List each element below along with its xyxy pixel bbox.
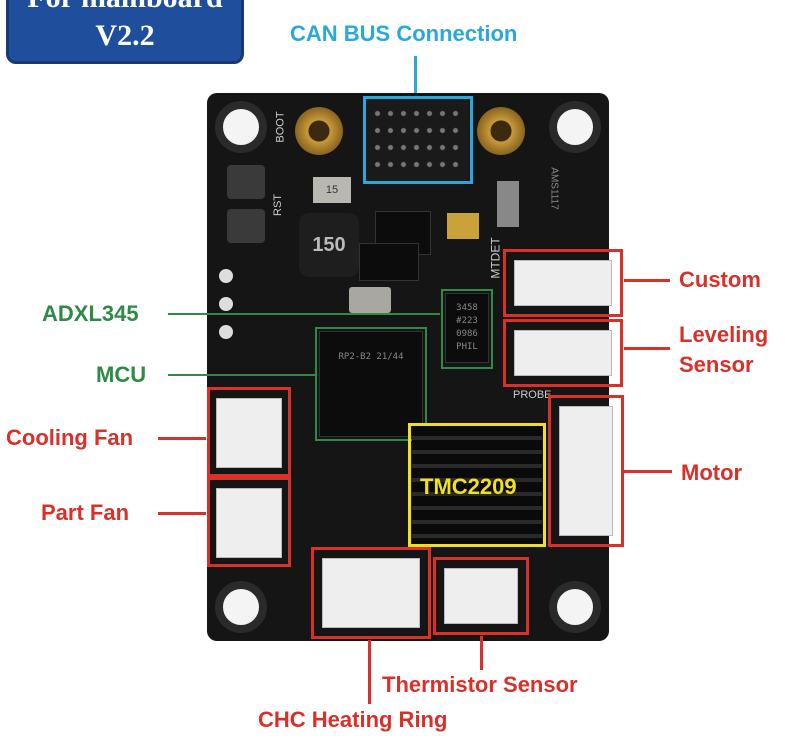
custom-label: Custom xyxy=(679,267,761,292)
chc-box xyxy=(311,547,431,639)
leveling-label-line2: Sensor xyxy=(679,352,754,377)
rst-button xyxy=(227,209,265,243)
adxl-chip: 3458 #223 0986 PHIL xyxy=(445,293,489,363)
boot-silk: BOOT xyxy=(274,111,287,143)
thermistor-connector xyxy=(444,568,518,624)
mosfet-chip xyxy=(359,243,419,281)
brass-standoff-left xyxy=(295,107,343,155)
mtdet-silk: MTDET xyxy=(488,237,503,279)
regulator-tab xyxy=(497,181,519,227)
cooling-fan-box xyxy=(207,387,291,477)
mcu-label: MCU xyxy=(96,362,147,387)
leveling-label: Leveling Sensor xyxy=(679,320,768,380)
tmc-label: TMC2209 xyxy=(420,474,517,499)
leveling-leader xyxy=(624,347,670,350)
adxl-label: ADXL345 xyxy=(42,301,139,326)
tantalum-cap xyxy=(447,213,479,239)
crystal xyxy=(349,287,391,313)
motor-box xyxy=(548,395,624,547)
leveling-box xyxy=(503,319,623,387)
boot-button xyxy=(227,165,265,199)
badge-version: V2.2 xyxy=(95,19,155,52)
chc-label: CHC Heating Ring xyxy=(258,707,448,732)
leveling-connector xyxy=(514,330,612,376)
tmc-highlight xyxy=(408,423,546,547)
heat-sink xyxy=(412,426,542,544)
leveling-label-line1: Leveling xyxy=(679,322,769,347)
can-bus-leader xyxy=(414,56,417,96)
custom-leader xyxy=(624,279,670,282)
part-fan-leader xyxy=(158,512,206,515)
version-badge: For mainboard V2.2 xyxy=(6,0,244,64)
capacitor: 15 xyxy=(313,177,351,203)
part-fan-connector xyxy=(216,488,282,558)
mcu-leader xyxy=(168,374,316,376)
mcu-chip: RP2-B2 21/44 xyxy=(319,331,423,437)
mcu-highlight xyxy=(315,327,427,441)
can-bus-header xyxy=(365,99,469,181)
cooling-fan-leader xyxy=(158,437,206,440)
can-bus-label: CAN BUS Connection xyxy=(290,21,518,46)
custom-box xyxy=(503,249,623,317)
thermistor-box xyxy=(433,557,529,635)
thermistor-leader xyxy=(480,636,483,670)
motor-label: Motor xyxy=(681,460,743,485)
pad-2 xyxy=(219,297,233,311)
chc-leader xyxy=(368,640,371,704)
motor-leader xyxy=(624,470,672,473)
thermistor-label: Thermistor Sensor xyxy=(382,672,578,697)
badge-line1: For mainboard xyxy=(9,0,241,15)
can-bus-highlight xyxy=(363,96,473,184)
adxl-highlight xyxy=(441,289,493,369)
cooling-fan-label: Cooling Fan xyxy=(6,425,134,450)
mount-hole-br xyxy=(549,581,601,633)
adxl-leader xyxy=(168,313,440,315)
mount-hole-tr xyxy=(549,101,601,153)
pad-1 xyxy=(219,269,233,283)
custom-connector xyxy=(514,260,612,306)
probe-silk: PROBE xyxy=(513,389,552,401)
part-fan-label: Part Fan xyxy=(41,500,130,525)
chc-connector xyxy=(322,558,420,628)
brass-standoff-right xyxy=(477,107,525,155)
part-fan-box xyxy=(207,477,291,567)
mount-hole-bl xyxy=(215,581,267,633)
motor-connector xyxy=(559,406,613,536)
mount-hole-tl xyxy=(215,101,267,153)
cooling-fan-connector xyxy=(216,398,282,468)
rst-silk: RST xyxy=(272,194,284,216)
inductor: 150 xyxy=(299,213,359,277)
regulator-silk: AMS1117 xyxy=(548,167,560,210)
pad-3 xyxy=(219,325,233,339)
